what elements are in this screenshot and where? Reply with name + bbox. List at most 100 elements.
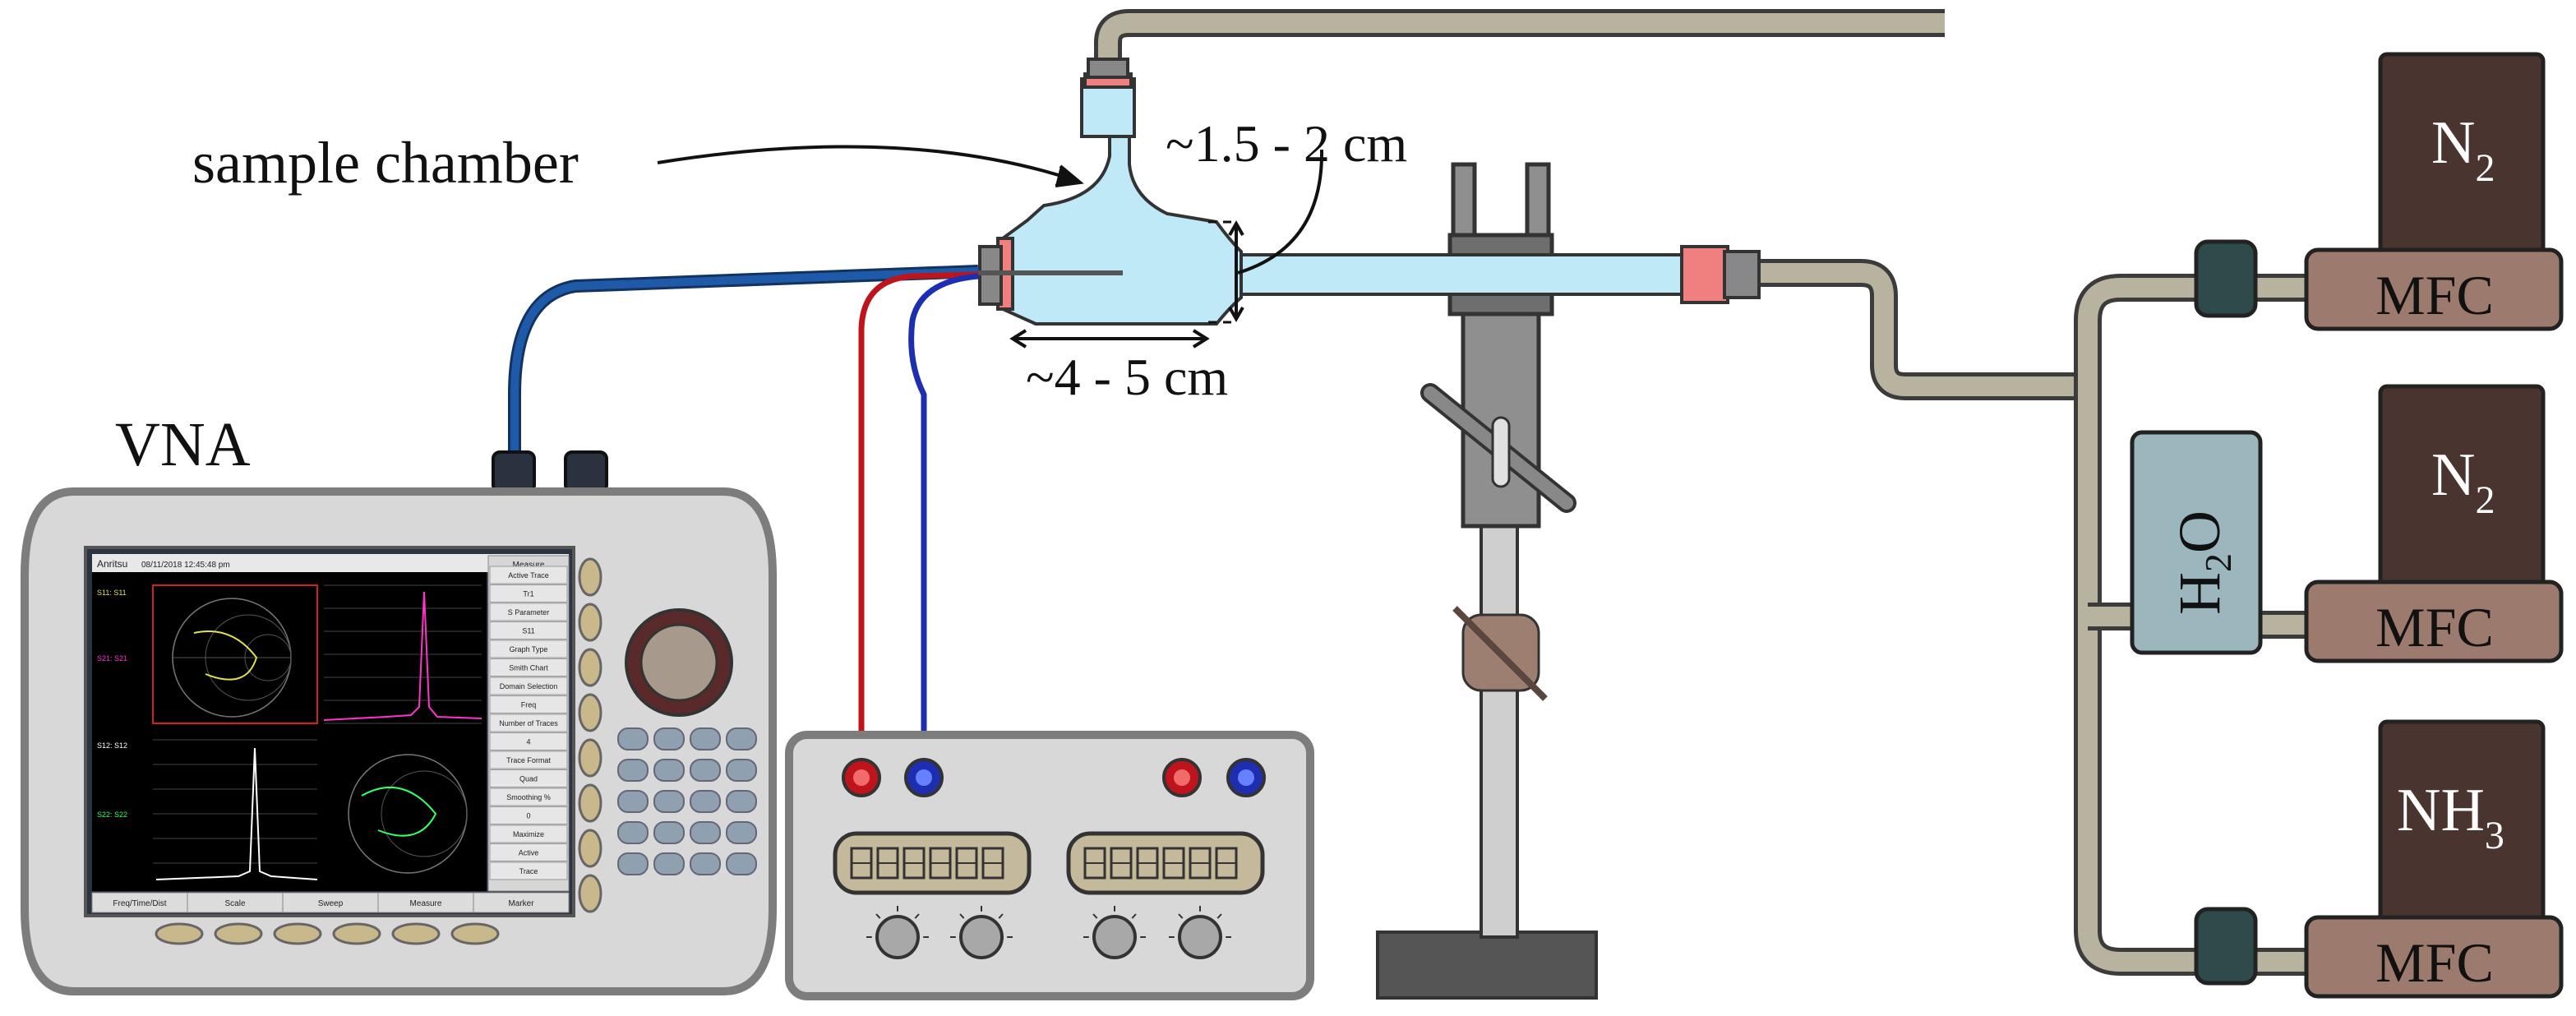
vna-menu-button[interactable] — [489, 861, 568, 880]
mfc-box-3 — [2304, 915, 2564, 999]
vna-timestamp: 08/11/2018 12:45:48 pm — [141, 561, 230, 570]
vna-function-key[interactable] — [391, 922, 441, 945]
vna-keypad-key[interactable] — [617, 759, 649, 782]
vna-keypad-key[interactable] — [690, 821, 721, 844]
vna-menu-button[interactable] — [489, 714, 568, 732]
vna-menu-button[interactable] — [489, 732, 568, 750]
vna-menu-item: Graph Type — [510, 645, 548, 653]
vna-keypad-key[interactable] — [690, 790, 721, 813]
vna-menu-item: Quad — [519, 775, 538, 783]
vna-keypad-key[interactable] — [726, 852, 757, 875]
vna-soft-key[interactable] — [578, 648, 602, 687]
valve-top[interactable] — [2194, 239, 2258, 318]
vna-tab[interactable] — [187, 892, 284, 913]
vna-keypad-key[interactable] — [726, 821, 757, 844]
vna-menu-button[interactable] — [489, 658, 568, 677]
vna-keypad-key[interactable] — [653, 852, 685, 875]
glass-outlet-tube — [1231, 253, 1695, 296]
power-supply-knob[interactable] — [1178, 915, 1222, 959]
vna-function-key[interactable] — [450, 922, 500, 945]
mfc-box-2 — [2304, 580, 2564, 663]
vna-keypad-key[interactable] — [653, 821, 685, 844]
vna-soft-key[interactable] — [578, 557, 602, 597]
gas-label-3: NH3 — [2397, 777, 2504, 857]
vna-function-key[interactable] — [155, 922, 204, 945]
vna-tab[interactable] — [377, 892, 474, 913]
vna-menu-item: Trace — [519, 867, 538, 875]
dimension-height-label: ~1.5 - 2 cm — [1166, 114, 1407, 173]
vna-keypad-key[interactable] — [690, 852, 721, 875]
humidifier-label: H2O — [2167, 510, 2239, 615]
vna-menu-item: Number of Traces — [499, 719, 558, 727]
vna-menu-item: Smith Chart — [509, 664, 548, 672]
gas-label-2: N2 — [2431, 441, 2495, 522]
vna-menu-item: 0 — [526, 812, 530, 820]
vna-menu-button[interactable] — [489, 603, 568, 621]
vna-menu-button[interactable] — [489, 824, 568, 843]
vna-menu-button[interactable] — [489, 750, 568, 769]
vna-keypad-key[interactable] — [653, 790, 685, 813]
vna-keypad-key[interactable] — [726, 790, 757, 813]
stand-base — [1376, 931, 1598, 1000]
humidifier: H2O — [2130, 430, 2263, 655]
sample-chamber-label: sample chamber — [192, 130, 579, 196]
vna-menu-button[interactable] — [489, 769, 568, 787]
vna-menu-button[interactable] — [489, 806, 568, 824]
trace-info-1: S11: S11 — [97, 589, 127, 597]
vna-keypad-key[interactable] — [617, 821, 649, 844]
vna-keypad-key[interactable] — [653, 727, 685, 750]
vna-function-key[interactable] — [332, 922, 381, 945]
stand-rod — [1480, 524, 1519, 939]
vna-tab-label: Marker — [508, 899, 534, 908]
vna-function-key[interactable] — [273, 922, 322, 945]
vna-tab[interactable] — [473, 892, 570, 913]
vna-tab-label: Freq/Time/Dist — [113, 899, 166, 908]
dimension-length-label: ~4 - 5 cm — [1026, 348, 1228, 406]
menu-title: Measure — [513, 561, 545, 570]
vna-menu-button[interactable] — [489, 640, 568, 658]
vna-menu-button[interactable] — [489, 621, 568, 640]
power-supply-knob[interactable] — [875, 915, 920, 959]
gas-label-1: N2 — [2431, 109, 2495, 190]
vna-menu-button[interactable] — [489, 584, 568, 603]
vna-keypad-key[interactable] — [617, 727, 649, 750]
vna-function-key[interactable] — [214, 922, 263, 945]
vna-keypad-key[interactable] — [653, 759, 685, 782]
vna-menu-button[interactable] — [489, 566, 568, 584]
mfc-box-1 — [2304, 247, 2564, 331]
vna-soft-key[interactable] — [578, 874, 602, 913]
vna-soft-key[interactable] — [578, 783, 602, 823]
vna-soft-key[interactable] — [578, 693, 602, 732]
vna-menu-item: Tr1 — [523, 590, 533, 598]
vna-instrument: Anritsu 08/11/2018 12:45:48 pm S11: S11 … — [21, 450, 777, 995]
vna-soft-key[interactable] — [578, 603, 602, 642]
valve-bottom[interactable] — [2194, 907, 2258, 986]
vna-tab[interactable] — [282, 892, 379, 913]
vna-keypad-key[interactable] — [690, 759, 721, 782]
mfc-label-3: MFC — [2375, 931, 2494, 994]
vna-keypad-key[interactable] — [726, 759, 757, 782]
vna-port-1[interactable] — [492, 450, 536, 493]
power-supply-knob[interactable] — [1092, 915, 1137, 959]
vna-keypad-key[interactable] — [690, 727, 721, 750]
gas-source-3: NH3 MFC — [2304, 719, 2564, 999]
vna-menu-item: Maximize — [513, 830, 544, 838]
sample-chamber-arrow — [657, 145, 1078, 182]
vna-soft-key[interactable] — [578, 738, 602, 778]
vna-keypad-key[interactable] — [617, 790, 649, 813]
vna-menu-button[interactable] — [489, 787, 568, 806]
vna-menu-button[interactable] — [489, 843, 568, 861]
gas-source-1: N2 MFC — [2304, 52, 2564, 331]
dimension-marks — [657, 145, 1324, 349]
power-supply-knob[interactable] — [959, 915, 1004, 959]
vna-menu-button[interactable] — [489, 677, 568, 695]
vna-menu-item: S Parameter — [508, 608, 550, 617]
vna-port-2[interactable] — [564, 450, 608, 493]
vna-keypad-key[interactable] — [617, 852, 649, 875]
humidifier-box — [2130, 430, 2263, 655]
vna-menu-button[interactable] — [489, 695, 568, 714]
vna-tab-label: Sweep — [318, 899, 344, 908]
vna-keypad-key[interactable] — [726, 727, 757, 750]
vna-soft-key[interactable] — [578, 829, 602, 868]
